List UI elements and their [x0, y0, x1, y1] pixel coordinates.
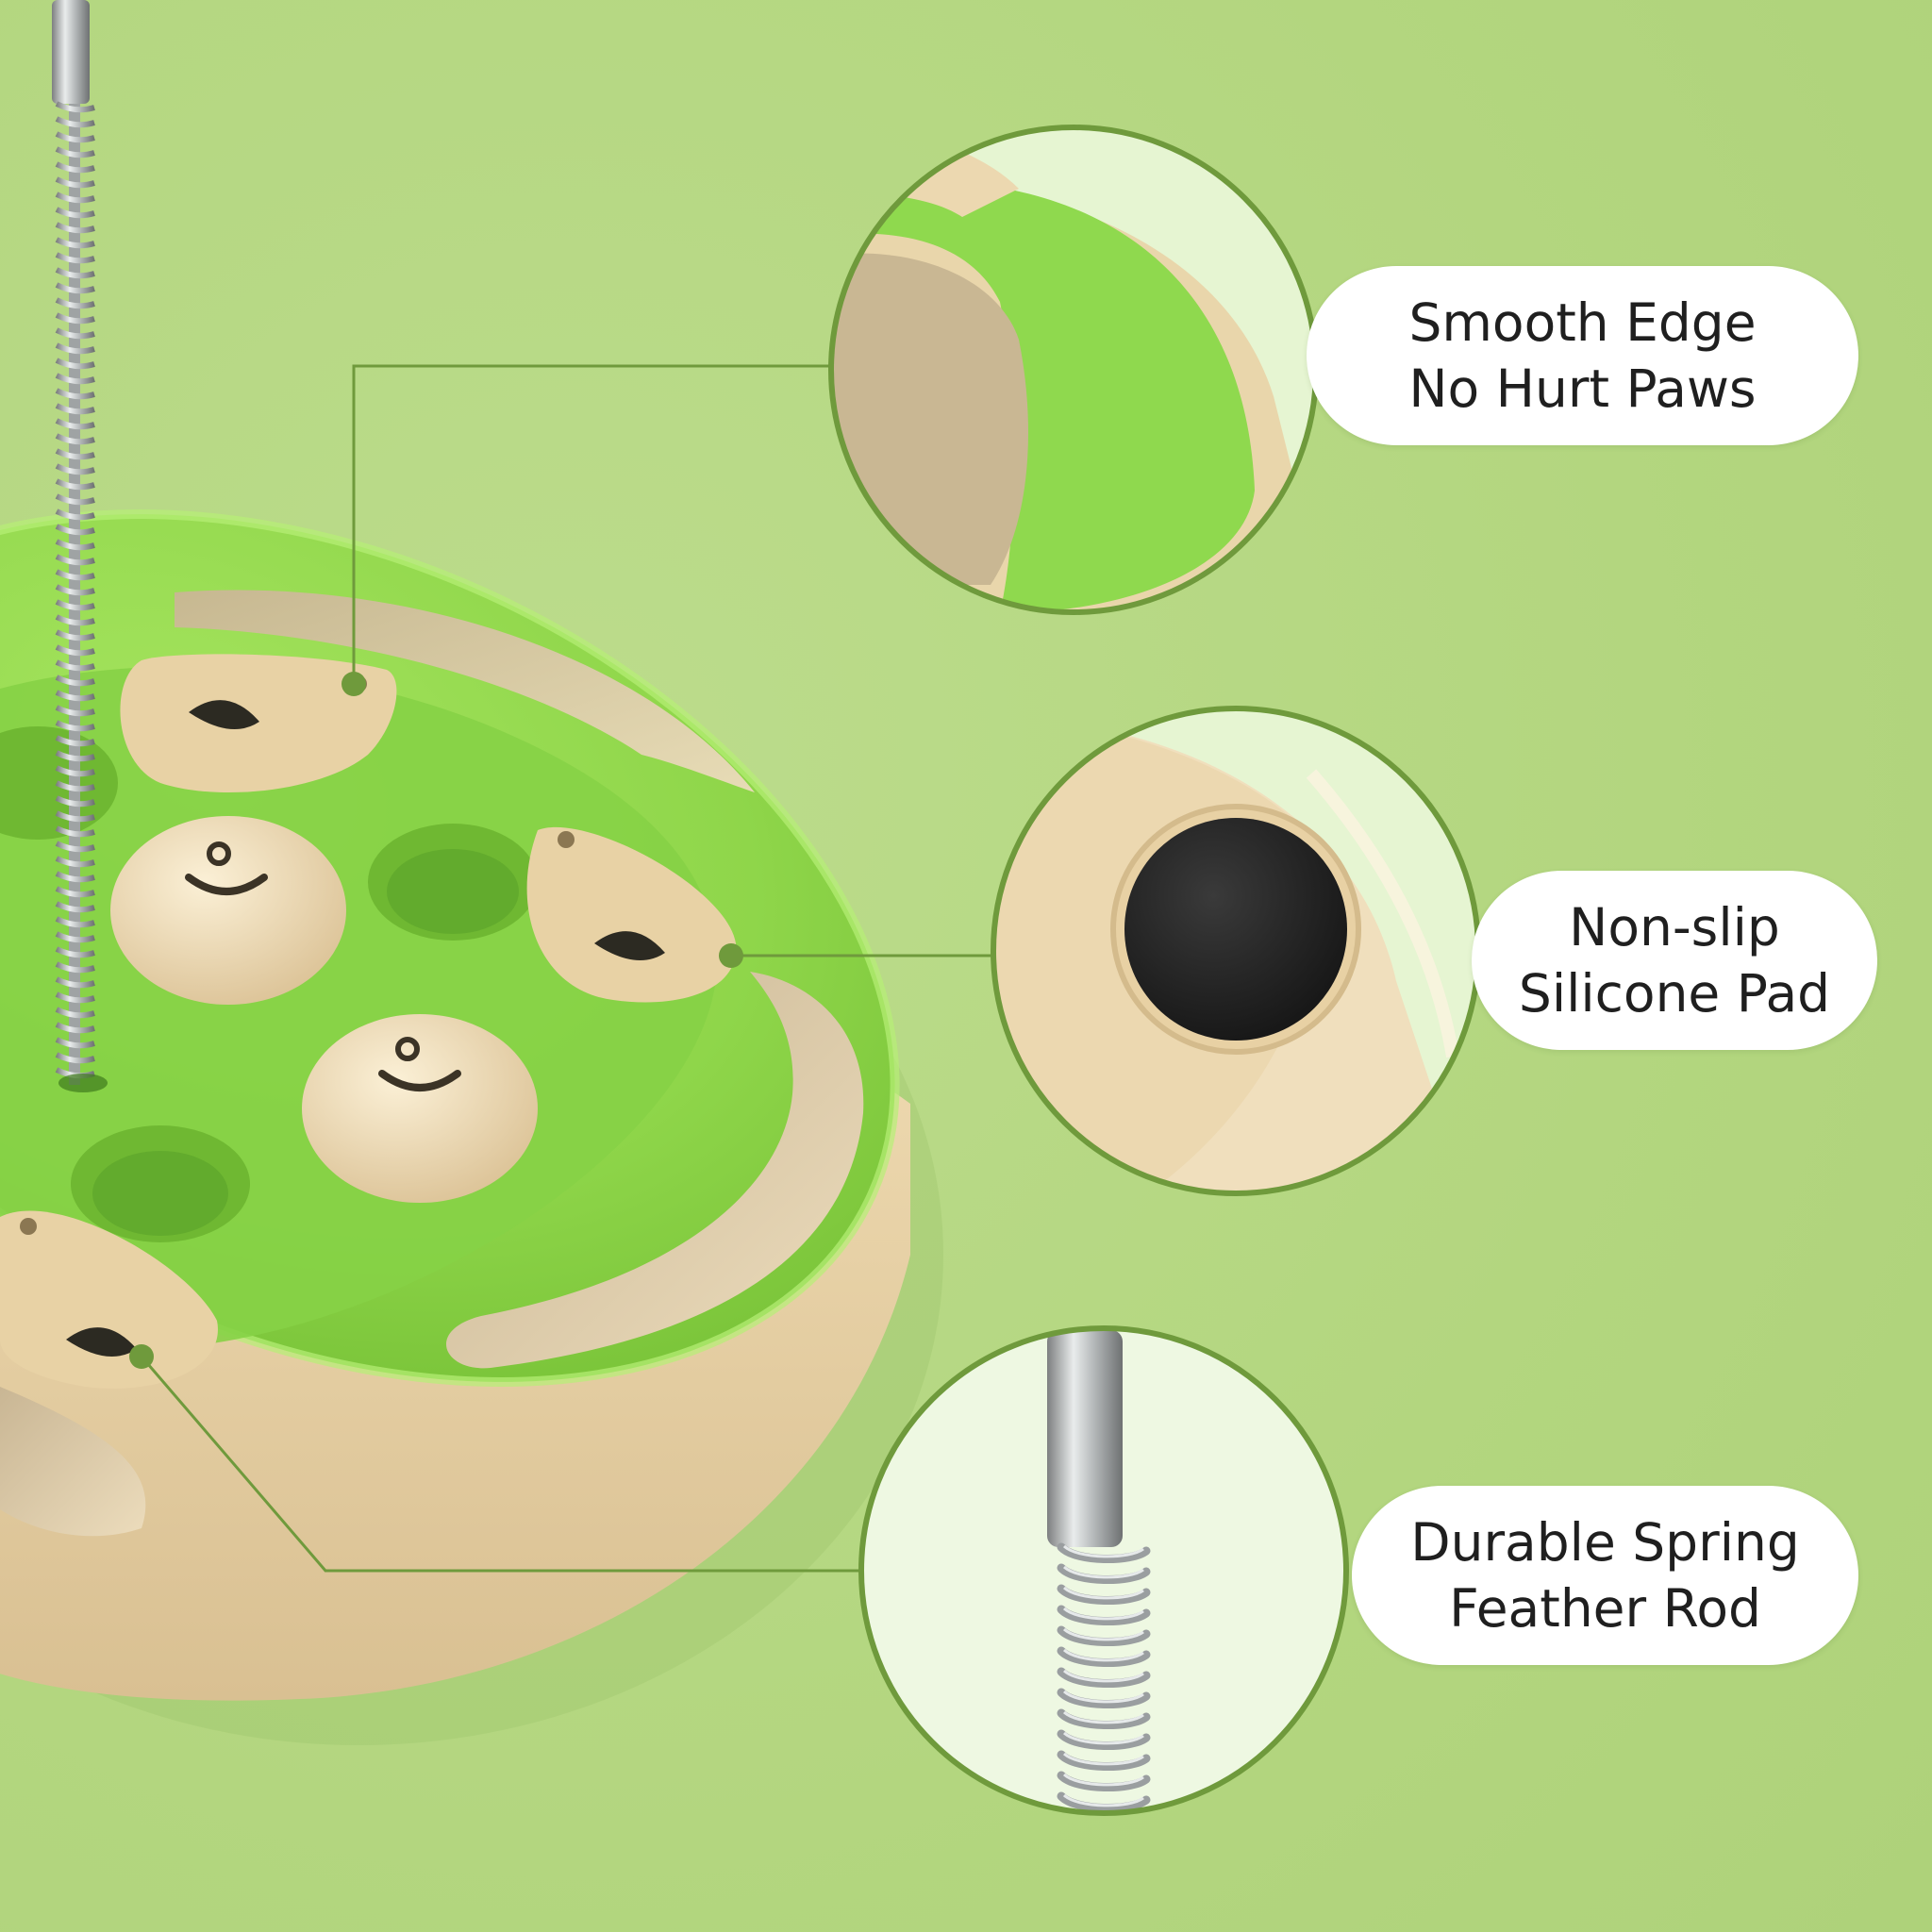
callout-line-2: Feather Rod	[1449, 1578, 1761, 1639]
callout-line-1: Non-slip	[1569, 897, 1780, 958]
callout-line-2: No Hurt Paws	[1408, 358, 1757, 419]
callout-label-spring-rod: Durable Spring Feather Rod	[1352, 1486, 1858, 1665]
toy-ball	[110, 816, 346, 1005]
cat-toy-disk	[0, 0, 910, 1701]
callout-line-1: Smooth Edge	[1408, 292, 1757, 353]
callout-lines	[140, 364, 993, 1573]
callout-label-smooth-edge: Smooth Edge No Hurt Paws	[1307, 266, 1858, 445]
paw-lid	[0, 1210, 218, 1389]
zoom-circle-spring-rod	[858, 1325, 1349, 1816]
callout-label-silicone-pad: Non-slip Silicone Pad	[1472, 871, 1877, 1050]
zoom-circle-silicone-pad	[991, 706, 1481, 1196]
callout-line-2: Silicone Pad	[1518, 963, 1831, 1024]
zoom-circle-smooth-edge	[828, 125, 1319, 615]
callout-line-1: Durable Spring	[1410, 1512, 1800, 1573]
spring-feather-rod	[52, 0, 108, 1092]
toy-ball	[302, 1014, 538, 1203]
spring-coils	[1057, 1542, 1151, 1813]
paw-lid	[526, 826, 737, 1003]
silicone-pad	[1124, 818, 1347, 1041]
callout-dots	[129, 672, 743, 1369]
